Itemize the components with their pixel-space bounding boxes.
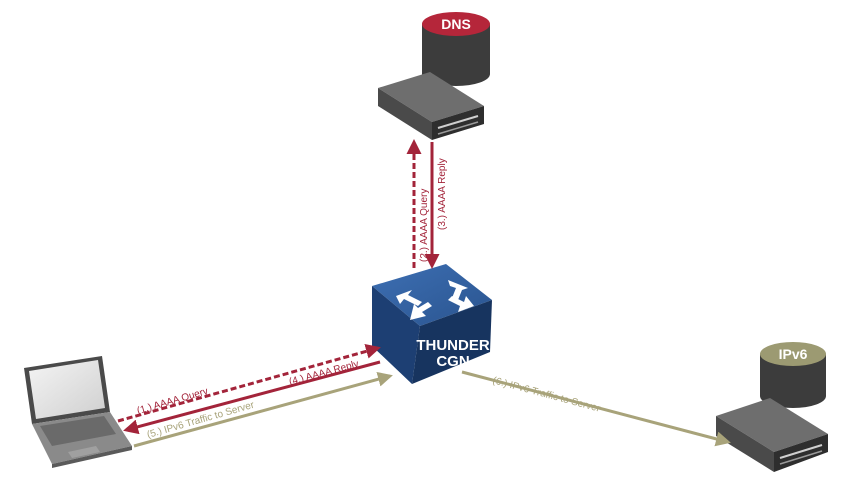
dns-label: DNS xyxy=(441,16,471,32)
flow-6-label: (6.) IPv6 Traffic to Server xyxy=(491,375,602,415)
cgn-label-line1: THUNDER xyxy=(416,337,489,354)
dns-server: DNS xyxy=(378,12,490,140)
flow-5-line xyxy=(134,376,390,446)
flow-1-label: (1.) AAAA Query xyxy=(136,386,210,417)
flow-2-label: (2.) AAAA Query xyxy=(419,189,430,262)
flow-3-label: (3.) AAAA Reply xyxy=(437,158,448,230)
thunder-cgn-device: THUNDER CGN xyxy=(372,264,492,384)
flow-4-label: (4.) AAAA Reply xyxy=(288,359,360,388)
laptop-client xyxy=(24,356,132,468)
cgn-label-line2: CGN xyxy=(436,353,469,370)
laptop-icon xyxy=(24,356,132,468)
ipv6-label: IPv6 xyxy=(779,346,808,362)
ipv6-appliance-icon xyxy=(716,398,828,472)
ipv6-server: IPv6 xyxy=(716,342,828,472)
